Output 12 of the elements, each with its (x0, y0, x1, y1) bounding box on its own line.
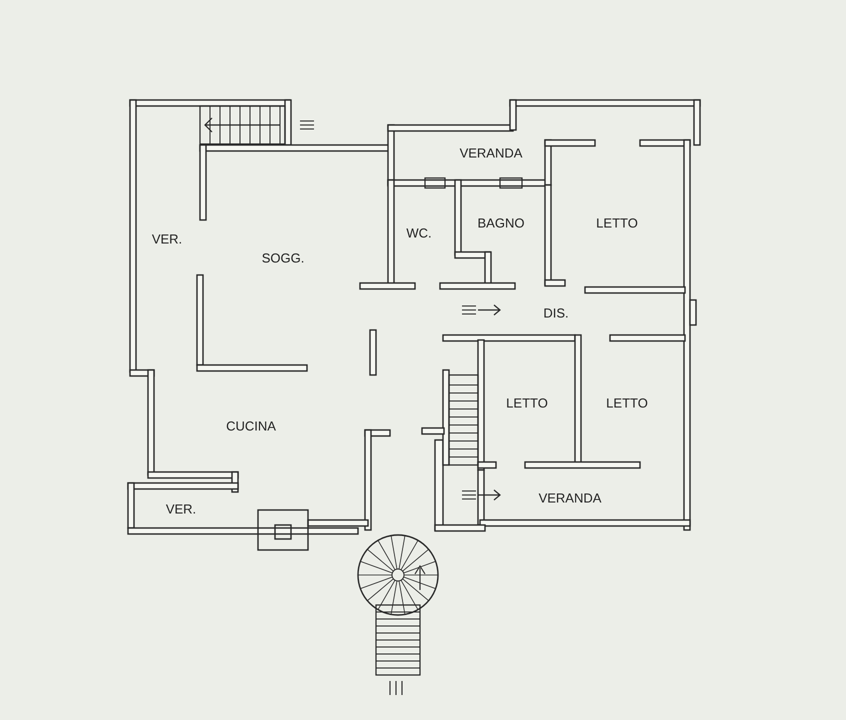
room-label: VER. (152, 232, 182, 246)
room-label: VER. (166, 502, 196, 516)
room-label: CUCINA (226, 418, 276, 434)
room-label: VERANDA (460, 146, 522, 160)
room-label: VERANDA (538, 490, 602, 506)
room-label: LETTO (606, 396, 648, 410)
room-label: WC. (406, 226, 432, 240)
room-label: LETTO (596, 216, 638, 230)
room-label: DIS. (543, 306, 569, 320)
room-label: LETTO (506, 396, 548, 410)
room-label: BAGNO (478, 216, 524, 230)
room-label: SOGG. (262, 250, 304, 266)
